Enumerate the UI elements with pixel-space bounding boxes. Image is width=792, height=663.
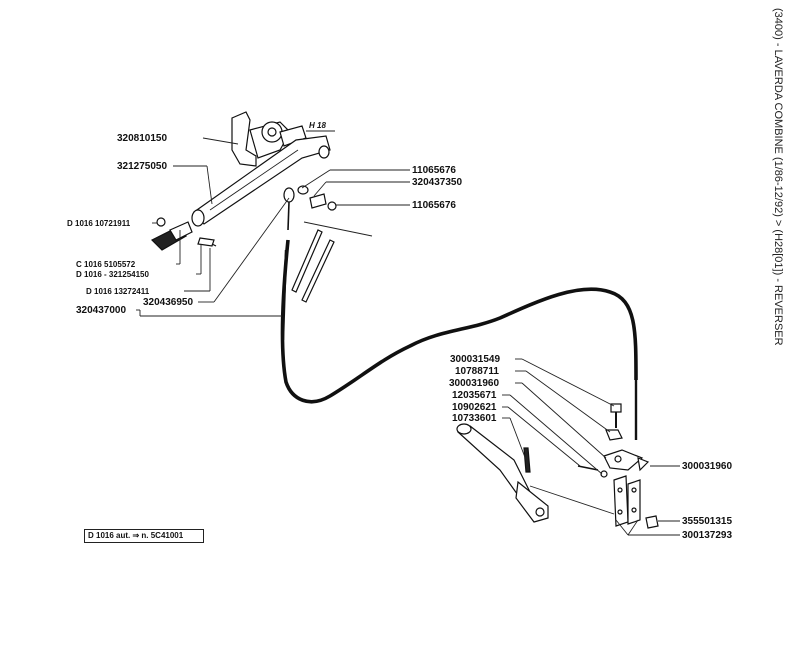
label-12035671: 12035671 xyxy=(452,390,497,401)
serial-note-box: D 1016 aut. ⇒ n. 5C41001 xyxy=(84,529,204,543)
label-300031960-left: 300031960 xyxy=(449,378,499,389)
lever-arm xyxy=(191,135,331,227)
label-10902621: 10902621 xyxy=(452,402,497,413)
nut-355501315 xyxy=(645,515,659,529)
group-code: H 18 xyxy=(309,121,326,130)
serial-note-text: D 1016 aut. ⇒ n. 5C41001 xyxy=(88,531,184,540)
label-10733601: 10733601 xyxy=(452,413,497,424)
reverser-plate xyxy=(613,475,641,527)
label-355501315: 355501315 xyxy=(682,516,732,527)
label-320437350: 320437350 xyxy=(412,177,462,188)
washer-12035671 xyxy=(600,470,608,478)
label-300031549: 300031549 xyxy=(450,354,500,365)
label-321254150: D 1016 - 321254150 xyxy=(76,270,150,279)
slotted-side-plate xyxy=(291,221,373,303)
label-320436950: 320436950 xyxy=(143,297,193,308)
label-300137293: 300137293 xyxy=(682,530,732,541)
label-300031960-right: 300031960 xyxy=(682,461,732,472)
bolt-300031549 xyxy=(610,403,622,428)
nut-10788711 xyxy=(605,429,623,441)
label-10721911: D 1016 10721911 xyxy=(67,219,131,228)
handle-grip xyxy=(150,217,193,251)
label-10788711: 10788711 xyxy=(455,366,499,377)
pin-bushing-set xyxy=(297,185,337,211)
label-11065676-bottom: 11065676 xyxy=(412,200,456,211)
label-13272411: D 1016 13272411 xyxy=(86,287,150,296)
leader-lines xyxy=(136,137,680,536)
label-320810150: 320810150 xyxy=(117,133,167,144)
bracket-300031960 xyxy=(603,449,650,472)
bolt-10902621 xyxy=(577,465,599,471)
mounting-bracket xyxy=(231,111,307,167)
label-320437000: 320437000 xyxy=(76,305,126,316)
cable-end-clevis xyxy=(283,187,295,231)
bolt-13272411 xyxy=(197,237,217,247)
label-321275050: 321275050 xyxy=(117,161,167,172)
label-5105572: C 1016 5105572 xyxy=(76,260,136,269)
operating-lever xyxy=(456,423,549,523)
label-11065676-top: 11065676 xyxy=(412,165,456,176)
